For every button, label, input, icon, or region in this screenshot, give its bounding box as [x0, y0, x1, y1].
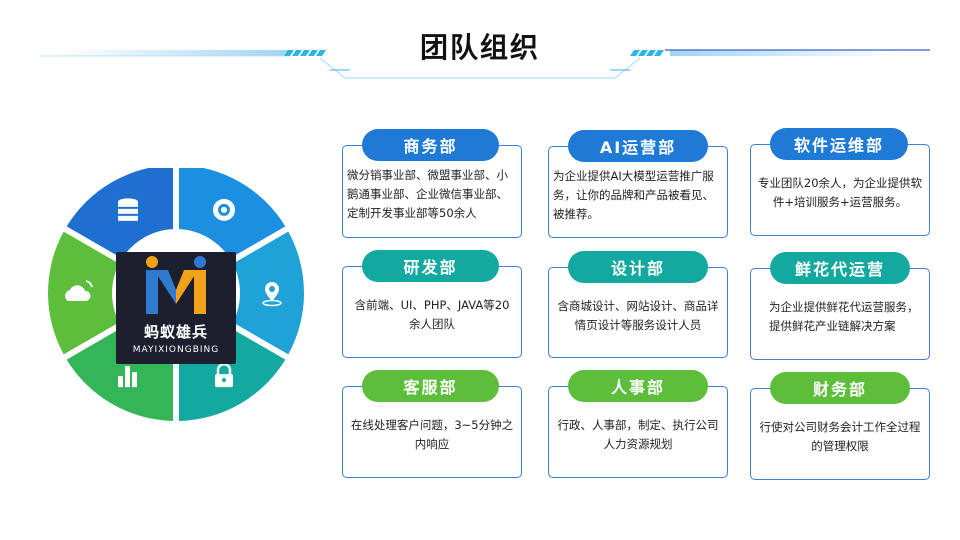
logo-english-name: MAYIXIONGBING — [132, 345, 220, 355]
dept-title-business: 商务部 — [362, 129, 499, 161]
department-ring — [48, 168, 304, 421]
cloud-icon — [65, 280, 93, 301]
dept-title-support: 客服部 — [362, 370, 499, 402]
logo-chinese-name: 蚂蚁雄兵 — [143, 323, 208, 341]
dept-desc-design: 含商城设计、网站设计、商品详情页设计等服务设计人员 — [557, 298, 719, 332]
dept-title-ai-ops: AI运营部 — [568, 130, 708, 162]
header-decoration — [40, 49, 930, 79]
lock-icon — [215, 362, 233, 388]
dept-desc-ai-ops: 为企业提供AI大模型运营推广服务，让你的品牌和产品被看见、被推荐。 — [553, 168, 714, 221]
gear-icon — [213, 198, 235, 221]
logo-m-mark — [146, 256, 206, 314]
dept-title-software-ops: 软件运维部 — [770, 128, 908, 160]
dept-desc-support: 在线处理客户问题，3~5分钟之内响应 — [350, 418, 514, 451]
dept-title-rnd: 研发部 — [362, 250, 499, 282]
company-logo: 蚂蚁雄兵 MAYIXIONGBING — [116, 252, 236, 364]
dept-title-finance: 财务部 — [770, 372, 910, 404]
dept-desc-hr: 行政、人事部，制定、执行公司人力资源规划 — [557, 418, 719, 451]
page-title: 团队组织 — [419, 31, 540, 64]
dept-title-hr: 人事部 — [568, 370, 708, 402]
dept-desc-business: 微分销事业部、微盟事业部、小鹅通事业部、企业微信事业部、定制开发事业部等50余人 — [347, 168, 508, 220]
dept-title-design: 设计部 — [568, 251, 708, 283]
dept-desc-flower-ops: 为企业提供鲜花代运营服务，提供鲜花产业链解决方案 — [769, 300, 919, 333]
location-icon — [262, 282, 282, 307]
dept-title-flower-ops: 鲜花代运营 — [770, 252, 910, 284]
dept-desc-finance: 行使对公司财务会计工作全过程的管理权限 — [759, 420, 921, 453]
bar-chart-icon — [118, 366, 137, 388]
coins-icon — [118, 198, 138, 221]
dept-desc-software-ops: 专业团队20余人，为企业提供软件+培训服务+运营服务。 — [757, 176, 923, 209]
dept-desc-rnd: 含前端、UI、PHP、JAVA等20余人团队 — [354, 298, 510, 331]
